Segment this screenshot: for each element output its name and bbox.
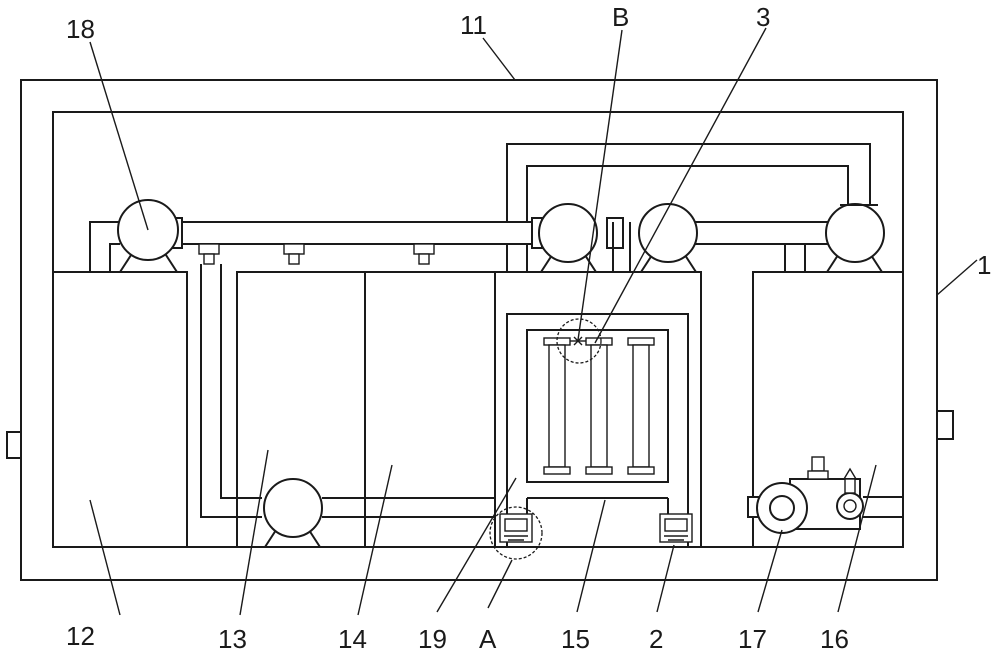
tank-mid-2 bbox=[364, 271, 496, 548]
pump-top-right-1 bbox=[638, 203, 698, 263]
label-bracket: 19 bbox=[418, 624, 447, 654]
nozzles bbox=[198, 243, 435, 265]
vertical-transfer-pipe bbox=[200, 264, 495, 518]
label-tank-left: 12 bbox=[66, 621, 95, 651]
label-pump-top: 18 bbox=[66, 14, 95, 44]
upper-return-pipe bbox=[506, 143, 871, 272]
label-motor: 17 bbox=[738, 624, 767, 654]
label-filter-frame: 15 bbox=[561, 624, 590, 654]
motor-assembly bbox=[747, 456, 903, 534]
label-tank-mid2: 14 bbox=[338, 624, 367, 654]
risers bbox=[612, 204, 878, 272]
label-foot: 2 bbox=[649, 624, 663, 654]
pump-top-mid bbox=[538, 203, 598, 263]
label-detail-a: A bbox=[479, 624, 497, 654]
label-detail-b: B bbox=[612, 2, 629, 32]
pump-bottom bbox=[263, 478, 323, 538]
label-lid: 11 bbox=[460, 10, 487, 40]
reference-labels: 18 11 B 3 1 12 13 14 19 A 15 2 17 16 bbox=[66, 2, 991, 654]
label-housing: 1 bbox=[977, 250, 991, 280]
detail-circles bbox=[489, 318, 602, 560]
pumps bbox=[117, 199, 885, 538]
pump-top-right-2 bbox=[825, 203, 885, 263]
leader-lines bbox=[89, 27, 978, 616]
feet bbox=[499, 513, 693, 543]
filter-tubes bbox=[543, 336, 655, 475]
tank-left bbox=[52, 271, 188, 548]
label-tank-right: 16 bbox=[820, 624, 849, 654]
label-filter-tubes: 3 bbox=[756, 2, 770, 32]
top-pipe bbox=[89, 217, 859, 272]
label-tank-mid1: 13 bbox=[218, 624, 247, 654]
